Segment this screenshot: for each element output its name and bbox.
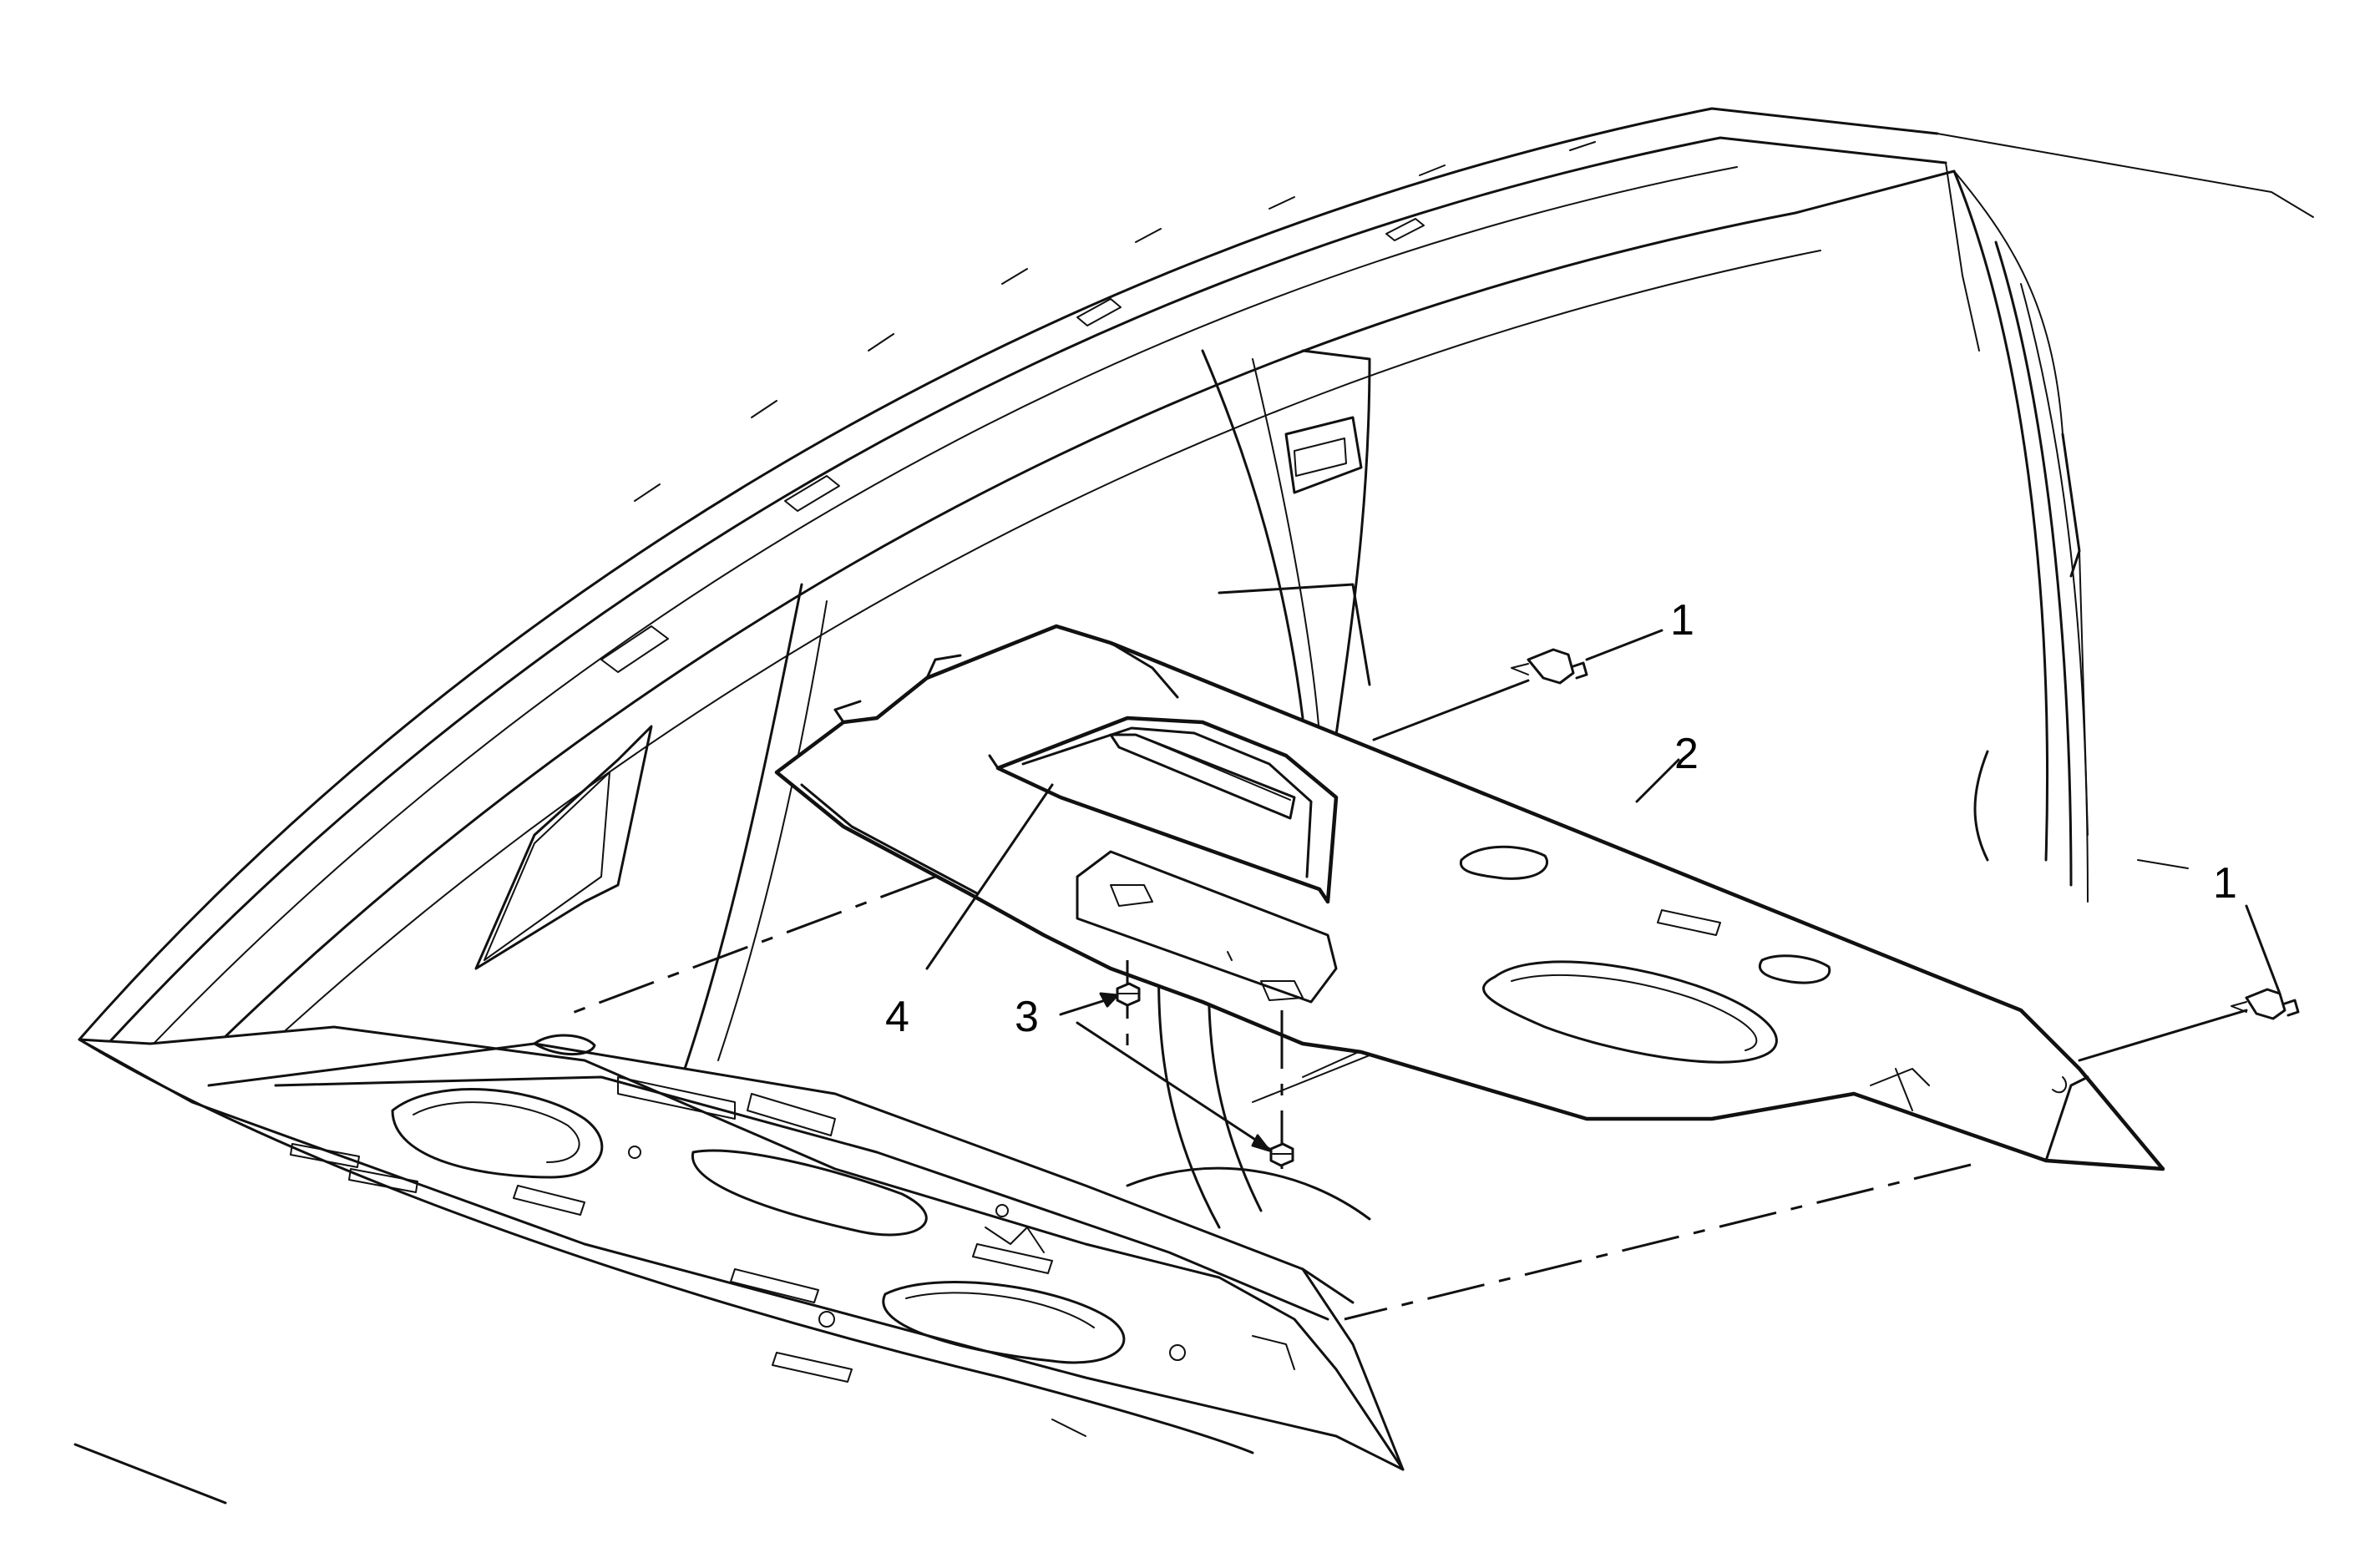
leader-lines	[925, 629, 2281, 1152]
callout-4: 4	[885, 993, 909, 1041]
package-shelf-panel	[78, 1025, 1405, 1471]
fastener-pushpin-upper	[1372, 648, 1588, 741]
callout-labels: 1 1 2 3 4	[885, 596, 2237, 1041]
callout-2: 2	[1674, 730, 1699, 778]
fastener-pushpin-lower	[2078, 988, 2300, 1062]
center-stoplamp-housing	[988, 716, 1339, 1004]
rear-deck-edge	[73, 1038, 1254, 1505]
callout-3: 3	[1015, 993, 1039, 1041]
fastener-nut-right	[1269, 1142, 1294, 1167]
rear-shelf-trim-panel	[774, 624, 2165, 1171]
fastener-nut-left	[1116, 982, 1141, 1007]
roof-structure	[78, 107, 2314, 1095]
callout-1-lower: 1	[2213, 859, 2237, 908]
left-quarter-panel	[474, 583, 828, 1070]
right-body-side	[1952, 169, 2189, 903]
callout-1-upper: 1	[1670, 596, 1694, 645]
